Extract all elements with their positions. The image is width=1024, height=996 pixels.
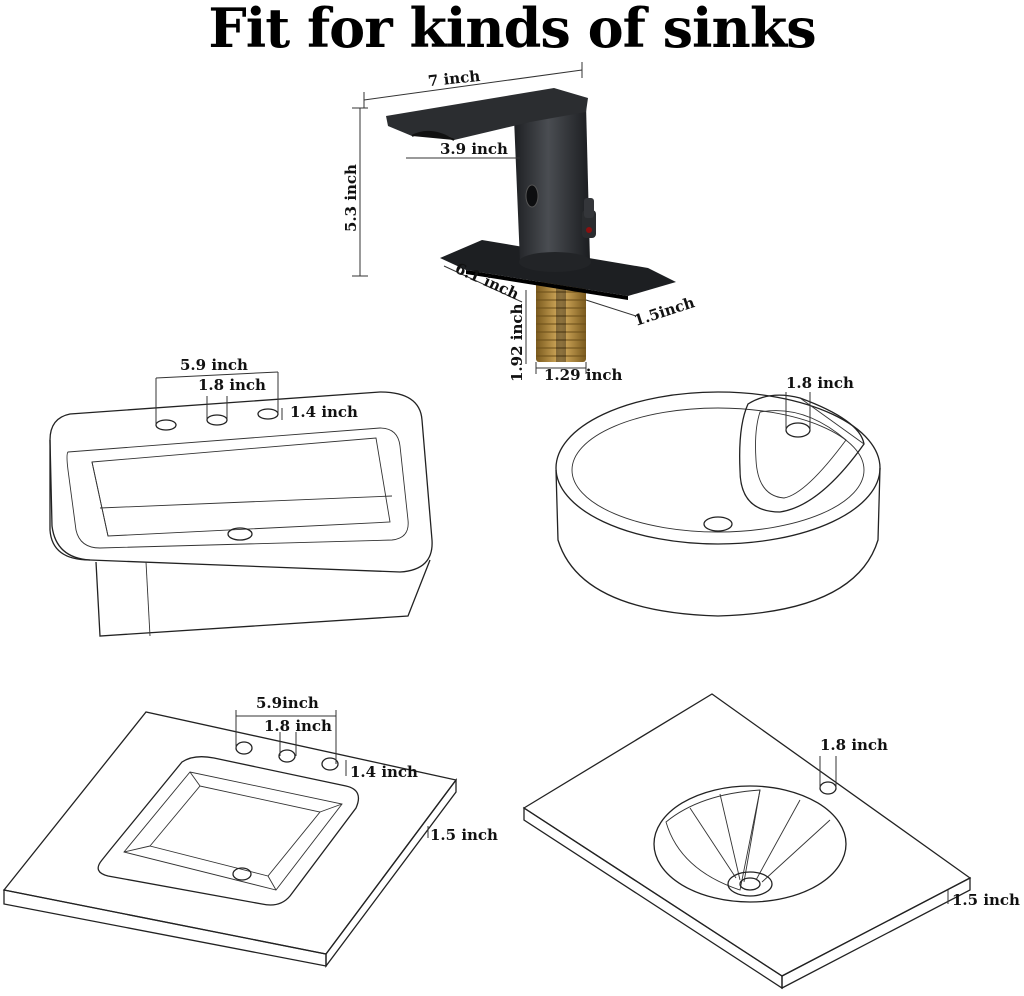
faucet-shank-height-label: 1.92 inch bbox=[508, 304, 526, 382]
faucet-sensor bbox=[525, 184, 539, 208]
vanity-square-spread-label: 5.9inch bbox=[256, 694, 319, 712]
faucet-height-label: 5.3 inch bbox=[342, 164, 360, 232]
rect-vessel-sink bbox=[49, 371, 433, 637]
faucet-shank bbox=[536, 282, 586, 362]
vanity-oval-hole-label: 1.8 inch bbox=[820, 736, 888, 754]
vanity-oval-thickness-label: 1.5 inch bbox=[952, 891, 1020, 909]
rect-vessel-center-label: 1.8 inch bbox=[198, 376, 266, 394]
rect-vessel-hole-label: 1.4 inch bbox=[290, 403, 358, 421]
faucet-width-label: 7 inch bbox=[427, 67, 481, 90]
round-vessel-hole-label: 1.8 inch bbox=[786, 374, 854, 392]
faucet-plate-width-label: 1.5inch bbox=[632, 293, 697, 330]
rect-vessel-spread-label: 5.9 inch bbox=[180, 356, 248, 374]
round-vessel-sink bbox=[555, 391, 881, 617]
vanity-square-hole-label: 1.4 inch bbox=[350, 763, 418, 781]
faucet-spout bbox=[386, 88, 588, 140]
faucet-shank-diameter-label: 1.29 inch bbox=[544, 366, 622, 384]
faucet-dimensions bbox=[352, 62, 637, 374]
faucet-body bbox=[514, 104, 590, 270]
page-title: Fit for kinds of sinks bbox=[208, 0, 816, 60]
vanity-oval-sink bbox=[522, 693, 972, 990]
faucet bbox=[386, 88, 676, 362]
vanity-square-thickness-label: 1.5 inch bbox=[430, 826, 498, 844]
faucet-spout-label: 3.9 inch bbox=[440, 140, 508, 158]
vanity-square-center-label: 1.8 inch bbox=[264, 717, 332, 735]
vanity-square-sink bbox=[2, 710, 458, 968]
faucet-knob bbox=[582, 198, 596, 238]
